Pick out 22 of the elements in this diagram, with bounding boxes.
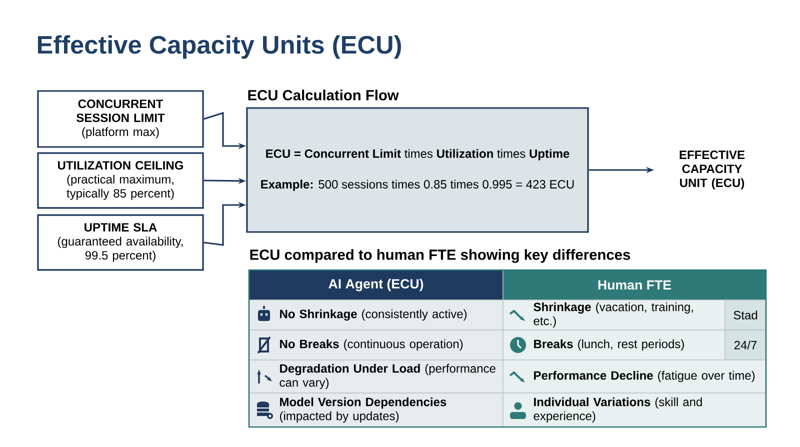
section-heading: ECU Calculation Flow [248, 90, 399, 100]
node-label: Example: 500 sessions times 0.85 times 0.995 = 423 ECU [261, 180, 574, 191]
title: Effective Capacity Units (ECU) [38, 35, 401, 59]
column-header: Human FTE [502, 270, 766, 300]
table-cell: No Breaks (continuous operation) [248, 330, 504, 360]
input-box: UTILIZATION CEILING (practical maximum, typically 85 percent) [37, 152, 204, 209]
table-cell: Performance Decline (fatigue over time) [502, 360, 766, 394]
table-cell: Model Version Dependencies (impacted by updates) [248, 392, 504, 428]
table-cell: 24/7 [724, 330, 766, 360]
input-box: UPTIME SLA (guaranteed availability, 99.5 percent) [37, 214, 204, 271]
table-cell: Stad [724, 300, 766, 330]
node-label: ECU = Concurrent Limit times Utilization times Uptime [266, 149, 570, 160]
table-cell: Breaks (lunch, rest periods) [502, 330, 726, 360]
input-box: CONCURRENT SESSION LIMIT (platform max) [37, 90, 204, 148]
formula-box: ECU = Concurrent Limit times Utilization times Uptime Example: 500 sessions times 0.85 times 0.995 = 423 ECU [246, 107, 589, 233]
table-cell: No Shrinkage (consistently active) [248, 300, 504, 330]
output-label: EFFECTIVE CAPACITY UNIT (ECU) [680, 150, 745, 190]
table-cell: Shrinkage (vacation, training, etc.) [502, 300, 726, 330]
section-heading: ECU compared to human FTE showing key differences [250, 249, 630, 263]
column-header: AI Agent (ECU) [248, 270, 504, 300]
table-cell: Individual Variations (skill and experience) [502, 392, 766, 428]
table-cell: Degradation Under Load (performance can vary) [248, 360, 504, 394]
